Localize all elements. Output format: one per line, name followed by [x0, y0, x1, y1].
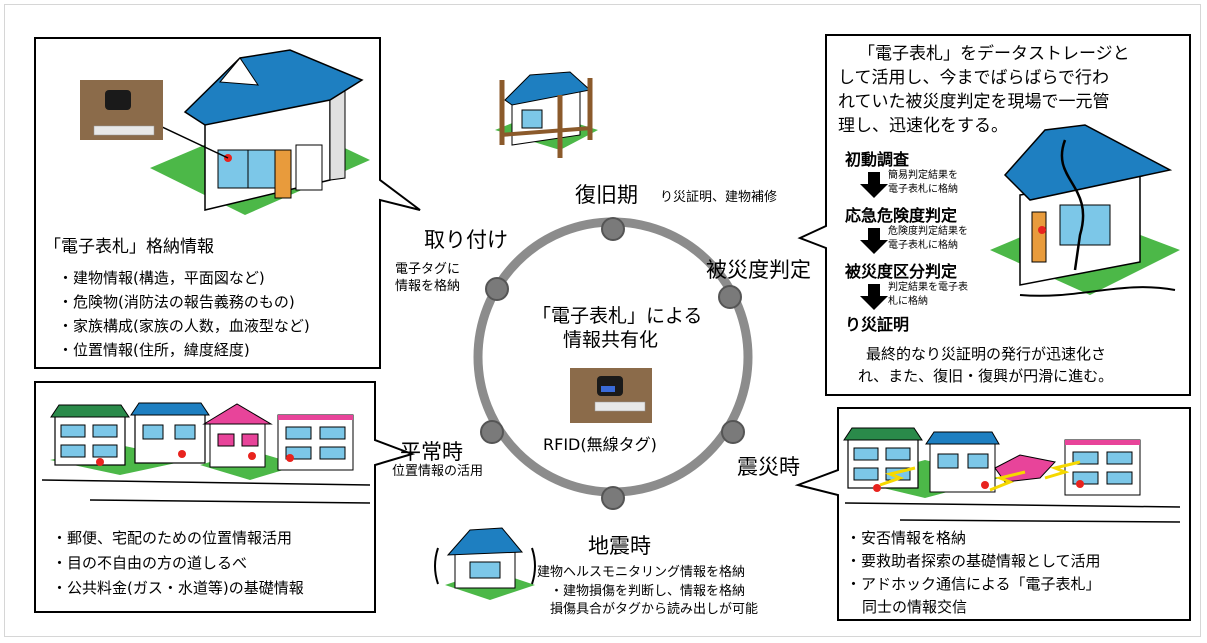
phase-note-toritsuke-1: 電子タグに [395, 262, 461, 277]
phase-note-toritsuke-2: 情報を格納 [395, 279, 461, 294]
judgment-intro: 「電子表札」をデータストレージと して活用し、今までばらばらで行わ れていた被災… [838, 42, 1130, 138]
flow-arrow-3 [860, 284, 888, 310]
judgment-intro-line: 「電子表札」をデータストレージと [858, 44, 1130, 64]
phase-note-heijoji: 位置情報の活用 [392, 464, 484, 479]
storage-item: ・建物情報(構造，平面図など) [58, 269, 265, 287]
figure-frame [4, 4, 1201, 637]
judgment-note-2b: 電子表札に格納 [888, 240, 958, 251]
judgment-intro-line: して活用し、今までばらばらで行わ [838, 68, 1109, 88]
normal-item: ・郵便、宅配のための位置情報活用 [52, 529, 293, 547]
flow-arrow-1 [860, 172, 888, 198]
disaster-item: ・安否情報を格納 [846, 529, 967, 547]
ring-node-fukkyuki [601, 217, 625, 241]
judgment-note-3b: 札に格納 [888, 296, 928, 307]
ring-node-shinsaiji [721, 420, 745, 444]
judgment-conclusion-line: れ、また、復旧・復興が円滑に進む。 [858, 367, 1114, 385]
house-illustration-storage [80, 49, 370, 215]
phase-note-jishinji-1: 建物ヘルスモニタリング情報を格納 [537, 565, 746, 580]
phase-label-heijoji: 平常時 [400, 440, 463, 464]
storage-item: ・家族構成(家族の人数，血液型など) [58, 317, 310, 335]
storage-title: 「電子表札」格納情報 [44, 237, 214, 257]
normal-item: ・目の不自由の方の道しるべ [52, 554, 248, 572]
ring-node-jishinji [601, 486, 625, 510]
phase-label-fukkyuki: 復旧期 [575, 183, 638, 207]
house-illustration-earthquake [434, 527, 536, 600]
judgment-note-3a: 判定結果を電子表 [888, 282, 968, 293]
ring-node-heijoji [480, 420, 504, 444]
judgment-intro-line: 理し、迅速化をする。 [838, 116, 1008, 136]
judgment-step-4: り災証明 [845, 315, 910, 334]
storage-item-list: ・建物情報(構造，平面図など) ・危険物(消防法の報告義務のもの) ・家族構成(… [58, 266, 310, 362]
street-scene-disaster [843, 427, 1181, 523]
center-title-line1: 「電子表札」による [532, 305, 703, 327]
flow-arrow-2 [860, 228, 888, 254]
ring-node-toritsuke [485, 277, 509, 301]
disaster-item: ・要救助者探索の基礎情報として活用 [846, 552, 1101, 570]
judgment-conclusion: 最終的なり災証明の発行が迅速化さ れ、また、復旧・復興が円滑に進む。 [858, 343, 1113, 387]
judgment-note-1a: 簡易判定結果を [888, 170, 958, 181]
judgment-step-2: 応急危険度判定 [845, 206, 958, 225]
judgment-conclusion-line: 最終的なり災証明の発行が迅速化さ [866, 345, 1107, 363]
judgment-note-1b: 電子表札に格納 [888, 184, 958, 195]
phase-label-toritsuke: 取り付け [424, 228, 508, 252]
phase-label-shinsaiji: 震災時 [737, 455, 800, 479]
normal-item: ・公共料金(ガス・水道等)の基礎情報 [52, 579, 304, 597]
street-scene-normal [41, 402, 371, 504]
house-illustration-damaged [990, 124, 1180, 297]
rfid-label: RFID(無線タグ) [543, 435, 657, 454]
phase-note-fukkyuki: り災証明、建物補修 [660, 190, 778, 205]
disaster-item-list: ・安否情報を格納 ・要救助者探索の基礎情報として活用 ・アドホック通信による「電… [846, 527, 1101, 619]
judgment-note-2a: 危険度判定結果を [888, 226, 968, 237]
disaster-item: ・アドホック通信による「電子表札」 [846, 575, 1101, 593]
storage-item: ・危険物(消防法の報告義務のもの) [58, 293, 295, 311]
storage-item: ・位置情報(住所，緯度経度) [58, 341, 250, 359]
callout-box-judgment [797, 34, 1191, 396]
house-illustration-recovery [495, 71, 598, 158]
phase-note-jishinji-2: ・建物損傷を判断し、情報を格納 [550, 584, 746, 599]
normal-item-list: ・郵便、宅配のための位置情報活用 ・目の不自由の方の道しるべ ・公共料金(ガス・… [52, 526, 304, 601]
phase-note-jishinji-3: 損傷具合がタグから読み出しが可能 [550, 602, 759, 617]
judgment-step-1: 初動調査 [845, 150, 910, 169]
phase-label-hisaido: 被災度判定 [706, 258, 811, 282]
ring-node-hisaido [718, 285, 742, 309]
center-title-line2: 情報共有化 [563, 329, 659, 351]
judgment-intro-line: れていた被災度判定を現場で一元管 [838, 92, 1110, 112]
rfid-photo-center [570, 368, 652, 423]
phase-label-jishinji: 地震時 [588, 534, 651, 558]
judgment-step-3: 被災度区分判定 [845, 262, 958, 281]
disaster-item: 同士の情報交信 [862, 598, 968, 616]
